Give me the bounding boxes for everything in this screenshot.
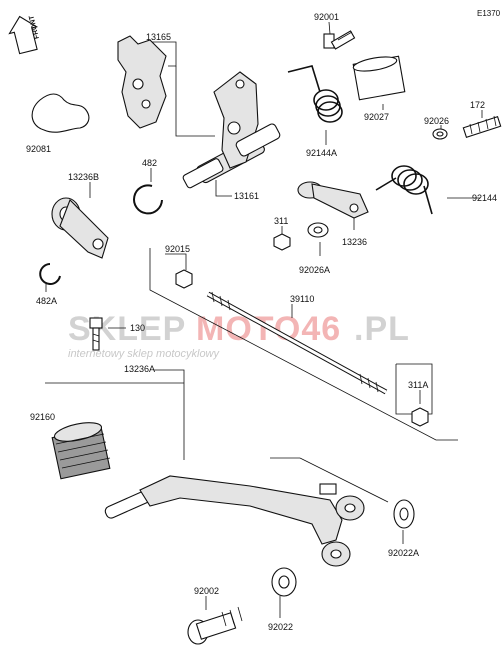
front-arrow-icon: FRONT bbox=[8, 14, 41, 55]
watermark-brand-right: .PL bbox=[354, 310, 410, 348]
shift-shaft-13161-icon bbox=[182, 71, 281, 189]
part-label-13236[interactable]: 13236 bbox=[342, 237, 367, 247]
rubber-92160-icon bbox=[51, 422, 111, 480]
part-label-13161[interactable]: 13161 bbox=[234, 191, 259, 201]
part-label-13236A[interactable]: 13236A bbox=[124, 364, 155, 374]
part-labels: 92001 13165 92081 92027 172 92026 92144A… bbox=[26, 12, 497, 632]
nut-92015-icon bbox=[175, 269, 193, 289]
part-label-482A[interactable]: 482A bbox=[36, 296, 57, 306]
spring-92144-icon bbox=[375, 165, 433, 215]
diagram-code: E1370 bbox=[477, 9, 501, 18]
washer-92026A-icon bbox=[307, 222, 329, 238]
part-label-172[interactable]: 172 bbox=[470, 100, 485, 110]
circlip-482-icon bbox=[133, 184, 163, 215]
part-label-311A[interactable]: 311A bbox=[408, 380, 428, 390]
part-label-92022A[interactable]: 92022A bbox=[388, 548, 419, 558]
part-label-92022[interactable]: 92022 bbox=[268, 622, 293, 632]
nut-311A-icon bbox=[411, 407, 429, 427]
part-label-92144[interactable]: 92144 bbox=[472, 193, 497, 203]
watermark-brand-left: SKLEP bbox=[68, 310, 186, 348]
part-label-13236B[interactable]: 13236B bbox=[68, 172, 99, 182]
part-label-130[interactable]: 130 bbox=[130, 323, 145, 333]
tie-rod-39110-icon bbox=[206, 291, 388, 395]
part-label-92027[interactable]: 92027 bbox=[364, 112, 389, 122]
snap-ring-92081-icon bbox=[31, 93, 90, 133]
spring-92144A-icon bbox=[287, 65, 343, 123]
lever-13236-icon bbox=[297, 181, 369, 219]
part-label-92144A[interactable]: 92144A bbox=[306, 148, 337, 158]
part-label-92001[interactable]: 92001 bbox=[314, 12, 339, 22]
part-label-482[interactable]: 482 bbox=[142, 158, 157, 168]
pin-172-icon bbox=[462, 115, 502, 139]
bolt-92002-icon bbox=[187, 606, 243, 645]
part-label-311[interactable]: 311 bbox=[274, 216, 288, 226]
part-label-39110[interactable]: 39110 bbox=[290, 294, 314, 304]
part-label-13165[interactable]: 13165 bbox=[146, 32, 171, 42]
leader-lines bbox=[45, 21, 483, 618]
bolt-92001-icon bbox=[323, 30, 356, 50]
nut-311-icon bbox=[273, 233, 291, 251]
part-label-92026[interactable]: 92026 bbox=[424, 116, 449, 126]
washer-92026-icon bbox=[432, 128, 448, 140]
bolt-130-icon bbox=[89, 317, 103, 351]
part-label-92002[interactable]: 92002 bbox=[194, 586, 219, 596]
shift-pedal-13236A-icon bbox=[104, 475, 365, 567]
part-label-92160[interactable]: 92160 bbox=[30, 412, 55, 422]
lever-13236B-icon bbox=[51, 197, 109, 259]
washer-92022-icon bbox=[271, 567, 297, 597]
part-label-92015[interactable]: 92015 bbox=[165, 244, 190, 254]
collar-92027-icon bbox=[352, 55, 406, 101]
part-label-92026A[interactable]: 92026A bbox=[299, 265, 330, 275]
part-label-92081[interactable]: 92081 bbox=[26, 144, 51, 154]
washer-92022A-icon bbox=[393, 499, 415, 529]
watermark: SKLEP MOTO46 .PL internetowy sklep motoc… bbox=[68, 310, 410, 360]
watermark-tagline: internetowy sklep motocyklowy bbox=[68, 348, 221, 360]
circlip-482A-icon bbox=[39, 263, 61, 285]
